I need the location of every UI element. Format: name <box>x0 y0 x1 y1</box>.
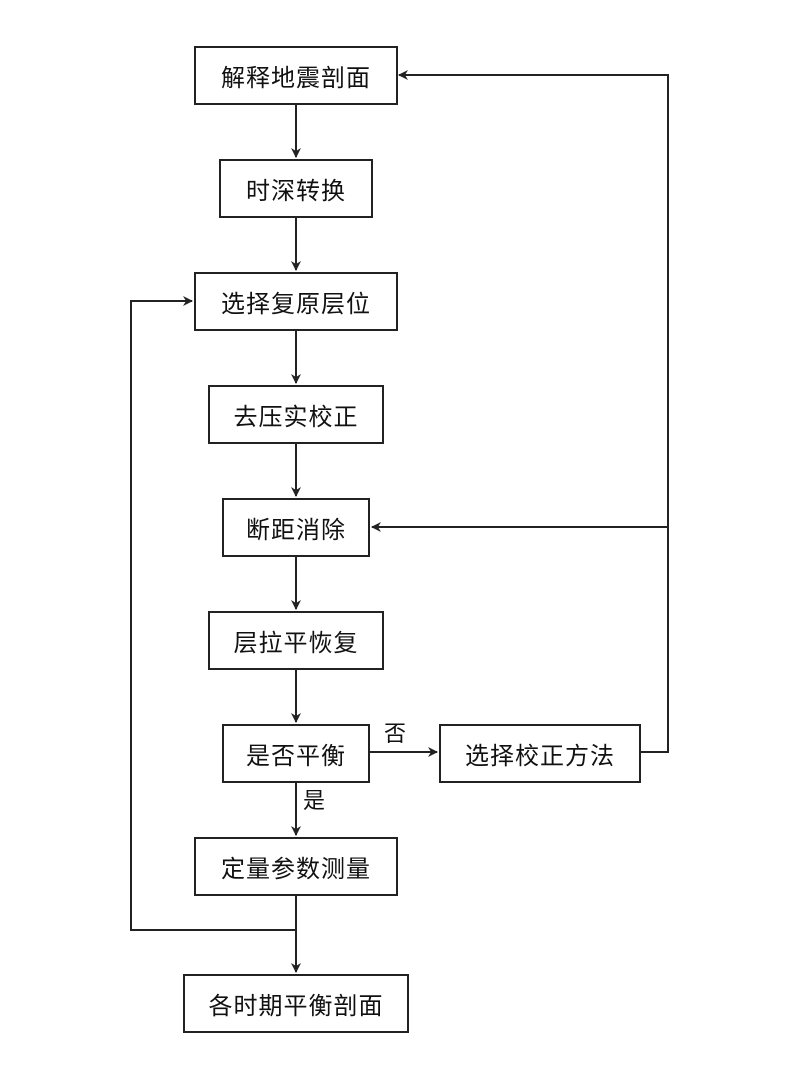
node-select-correction-method: 选择校正方法 <box>439 724 641 783</box>
node-layer-flattening: 层拉平恢复 <box>208 611 384 670</box>
node-interpret-seismic-profile: 解释地震剖面 <box>194 46 398 105</box>
node-time-depth-conversion: 时深转换 <box>219 159 373 218</box>
node-balanced-decision: 是否平衡 <box>222 724 370 783</box>
edge-label-no: 否 <box>384 722 407 747</box>
loop-selectmethod-to-interpret <box>398 70 669 753</box>
node-decompaction-correction: 去压实校正 <box>208 385 384 444</box>
node-fault-displacement-removal: 断距消除 <box>222 498 370 557</box>
edge-label-yes: 是 <box>303 789 326 814</box>
node-quantitative-measurement: 定量参数测量 <box>194 837 398 896</box>
node-balanced-sections-result: 各时期平衡剖面 <box>183 974 409 1033</box>
node-select-restoration-layer: 选择复原层位 <box>194 272 398 331</box>
loop-measure-to-selectlayer <box>130 296 296 931</box>
